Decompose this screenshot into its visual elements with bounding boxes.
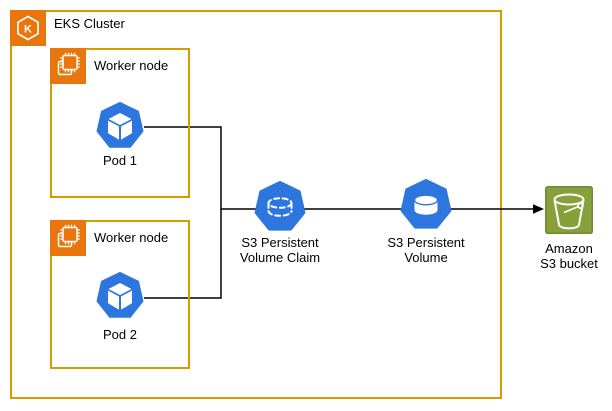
s3-persistent-volume-claim-label-line2: Volume Claim (239, 250, 321, 265)
s3-persistent-volume-label: S3 Persistent Volume (356, 235, 496, 265)
pod-1-label: Pod 1 (103, 153, 137, 168)
amazon-s3-bucket-icon (545, 186, 593, 234)
pod-2-icon (96, 272, 144, 320)
eks-cluster-icon: K (10, 10, 46, 46)
amazon-s3-bucket-label: Amazon S3 bucket (509, 241, 612, 271)
worker-node-2-label: Worker node (94, 230, 169, 245)
amazon-s3-bucket-label-line2: S3 bucket (540, 256, 598, 271)
svg-text:K: K (24, 24, 32, 36)
s3-persistent-volume-label-line2: Volume (404, 250, 448, 265)
worker-node-2-box (50, 220, 190, 369)
amazon-s3-bucket-label-line1: Amazon (545, 241, 593, 256)
worker-node-1-icon (50, 48, 86, 84)
arrowhead (533, 204, 544, 214)
worker-node-2-icon (50, 220, 86, 256)
worker-node-1-box (50, 48, 190, 198)
pod-1-icon (96, 102, 144, 150)
s3-persistent-volume-claim-label: S3 Persistent Volume Claim (210, 235, 350, 265)
pod-2-label: Pod 2 (103, 327, 137, 342)
eks-cluster-label: EKS Cluster (54, 16, 125, 31)
s3-persistent-volume-label-line1: S3 Persistent (387, 235, 465, 250)
s3-persistent-volume-claim-label-line1: S3 Persistent (241, 235, 319, 250)
worker-node-1-label: Worker node (94, 58, 169, 73)
s3-persistent-volume-icon (400, 179, 452, 231)
eks-cluster-box (10, 10, 502, 399)
s3-persistent-volume-claim-icon (254, 181, 306, 233)
